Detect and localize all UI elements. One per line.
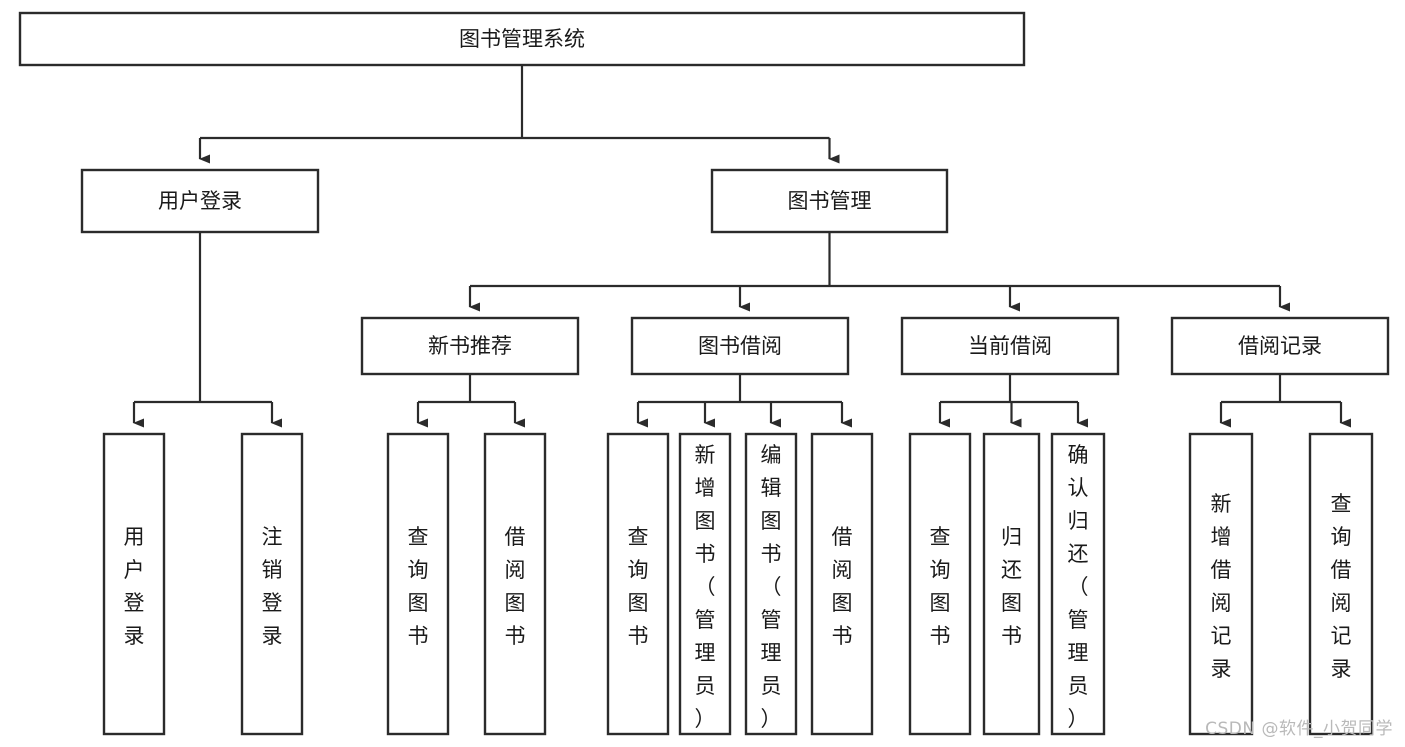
node-label-user-login: 用户登录 [158,189,242,213]
node-box-leaf-borrow-book-1 [483,432,547,736]
node-label-leaf-edit-book: 编辑图书（管理员） [761,443,782,731]
node-label-leaf-query-book-2: 查询图书 [628,525,649,648]
node-box-borrow-record [1170,316,1390,376]
node-borrow-record[interactable]: 借阅记录 [1170,316,1390,376]
node-current-borrow[interactable]: 当前借阅 [900,316,1120,376]
node-label-leaf-return-book: 归还图书 [1001,525,1022,648]
node-box-leaf-confirm-return [1050,432,1106,736]
node-box-leaf-user-login [102,432,166,736]
node-label-borrow-record: 借阅记录 [1238,334,1322,358]
node-leaf-borrow-book-1[interactable]: 借阅图书 [483,432,547,736]
node-label-root: 图书管理系统 [459,27,585,51]
node-label-leaf-confirm-return: 确认归还（管理员） [1068,443,1089,731]
node-leaf-confirm-return[interactable]: 确认归还（管理员） [1050,432,1106,736]
node-box-current-borrow [900,316,1120,376]
node-label-leaf-add-borrow-record: 新增借阅记录 [1211,492,1232,681]
node-box-leaf-add-book [678,432,732,736]
node-label-leaf-borrow-book-1: 借阅图书 [505,525,526,648]
node-box-leaf-borrow-book-2 [810,432,874,736]
node-layer: 图书管理系统用户登录图书管理新书推荐图书借阅当前借阅借阅记录用户登录注销登录查询… [18,11,1390,736]
node-box-leaf-logout [240,432,304,736]
node-label-book-borrow: 图书借阅 [698,334,782,358]
node-box-leaf-query-book-3 [908,432,972,736]
node-leaf-query-book-2[interactable]: 查询图书 [606,432,670,736]
node-box-leaf-query-borrow-record [1308,432,1374,736]
node-new-book-recommend[interactable]: 新书推荐 [360,316,580,376]
node-box-book-manage [710,168,949,234]
node-box-root [18,11,1026,67]
node-root[interactable]: 图书管理系统 [18,11,1026,67]
node-box-leaf-add-borrow-record [1188,432,1254,736]
node-user-login[interactable]: 用户登录 [80,168,320,234]
node-leaf-query-borrow-record[interactable]: 查询借阅记录 [1308,432,1374,736]
node-leaf-user-login[interactable]: 用户登录 [102,432,166,736]
node-box-user-login [80,168,320,234]
node-box-leaf-edit-book [744,432,798,736]
node-box-leaf-query-book-1 [386,432,450,736]
node-label-leaf-logout: 注销登录 [262,525,283,648]
node-leaf-logout[interactable]: 注销登录 [240,432,304,736]
node-box-new-book-recommend [360,316,580,376]
node-box-leaf-query-book-2 [606,432,670,736]
node-label-book-manage: 图书管理 [788,189,872,213]
node-label-leaf-query-borrow-record: 查询借阅记录 [1331,492,1352,681]
node-box-book-borrow [630,316,850,376]
node-label-leaf-borrow-book-2: 借阅图书 [832,525,853,648]
node-label-current-borrow: 当前借阅 [968,334,1052,358]
node-box-leaf-return-book [982,432,1041,736]
node-leaf-query-book-1[interactable]: 查询图书 [386,432,450,736]
node-leaf-edit-book[interactable]: 编辑图书（管理员） [744,432,798,736]
node-label-leaf-query-book-1: 查询图书 [408,525,429,648]
node-leaf-query-book-3[interactable]: 查询图书 [908,432,972,736]
node-label-leaf-add-book: 新增图书（管理员） [695,443,716,731]
connector-layer [132,65,1351,428]
node-label-leaf-user-login: 用户登录 [124,525,145,648]
node-book-manage[interactable]: 图书管理 [710,168,949,234]
node-leaf-borrow-book-2[interactable]: 借阅图书 [810,432,874,736]
node-leaf-add-borrow-record[interactable]: 新增借阅记录 [1188,432,1254,736]
node-leaf-add-book[interactable]: 新增图书（管理员） [678,432,732,736]
node-leaf-return-book[interactable]: 归还图书 [982,432,1041,736]
node-label-new-book-recommend: 新书推荐 [428,334,512,358]
node-book-borrow[interactable]: 图书借阅 [630,316,850,376]
node-label-leaf-query-book-3: 查询图书 [930,525,951,648]
